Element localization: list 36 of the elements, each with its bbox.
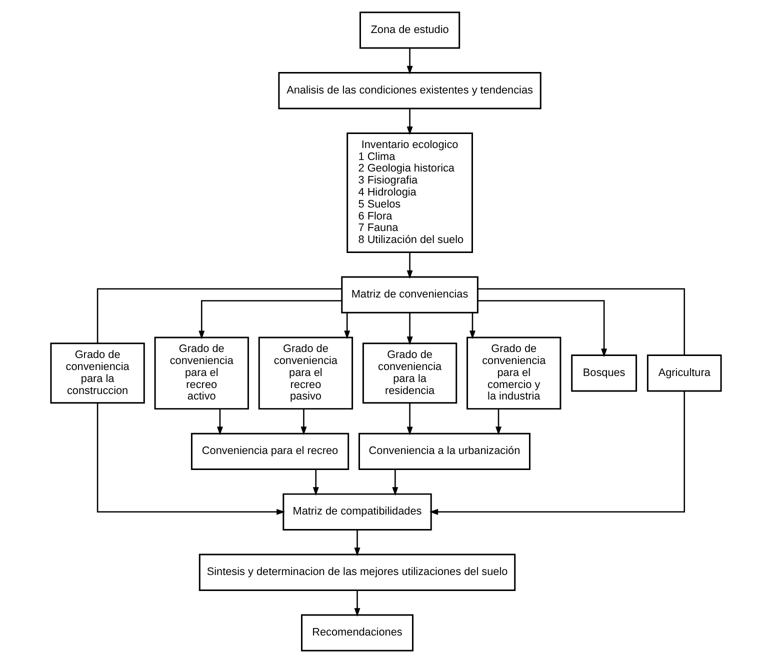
arrow <box>300 409 307 436</box>
node-box: Grado de conveniencia para el recreo activo <box>154 336 249 410</box>
node-box: Matriz de conveniencias <box>341 276 478 314</box>
arrow <box>406 403 413 436</box>
node-box: Conveniencia para el recreo <box>190 432 350 470</box>
arrow <box>470 312 476 340</box>
connector <box>478 288 685 356</box>
arrow <box>392 470 398 496</box>
node-box: Inventario ecologico 1 Clima 2 Geologia historica 3 Fisiografia 4 Hidrologia 5 Suelos 6 Flora 7 Fauna 8 Utilización del suelo <box>346 132 473 253</box>
node-box: Grado de conveniencia para el comercio y la industria <box>466 336 562 410</box>
node-box: Matriz de compatibilidades <box>282 493 432 530</box>
arrow <box>496 409 502 436</box>
node-box: Grado de conveniencia para el recreo pasivo <box>258 336 354 410</box>
node-box: Agricultura <box>646 354 722 392</box>
arrow <box>312 470 319 496</box>
node-box: Sintesis y determinacion de las mejores utilizaciones del suelo <box>198 554 516 591</box>
arrow <box>406 312 413 346</box>
arrow <box>354 590 360 617</box>
arrow <box>406 108 413 136</box>
arrow <box>406 252 413 279</box>
arrow <box>478 300 608 358</box>
arrow <box>430 391 685 515</box>
node-box: Bosques <box>571 354 638 392</box>
arrow <box>406 48 413 74</box>
arrow <box>216 409 223 436</box>
node-box: Conveniencia a la urbanización <box>358 432 530 470</box>
node-box: Grado de conveniencia para la residencia <box>362 342 458 404</box>
node-box: Grado de conveniencia para la construccion <box>50 342 145 404</box>
node-box: Recomendaciones <box>301 614 414 652</box>
arrow <box>344 312 350 340</box>
node-box: Zona de estudio <box>359 12 460 49</box>
arrow <box>354 530 360 556</box>
arrow <box>198 300 342 340</box>
node-box: Analisis de las condiciones existentes y tendencias <box>278 72 542 110</box>
arrow <box>96 402 286 515</box>
connector <box>96 288 342 344</box>
